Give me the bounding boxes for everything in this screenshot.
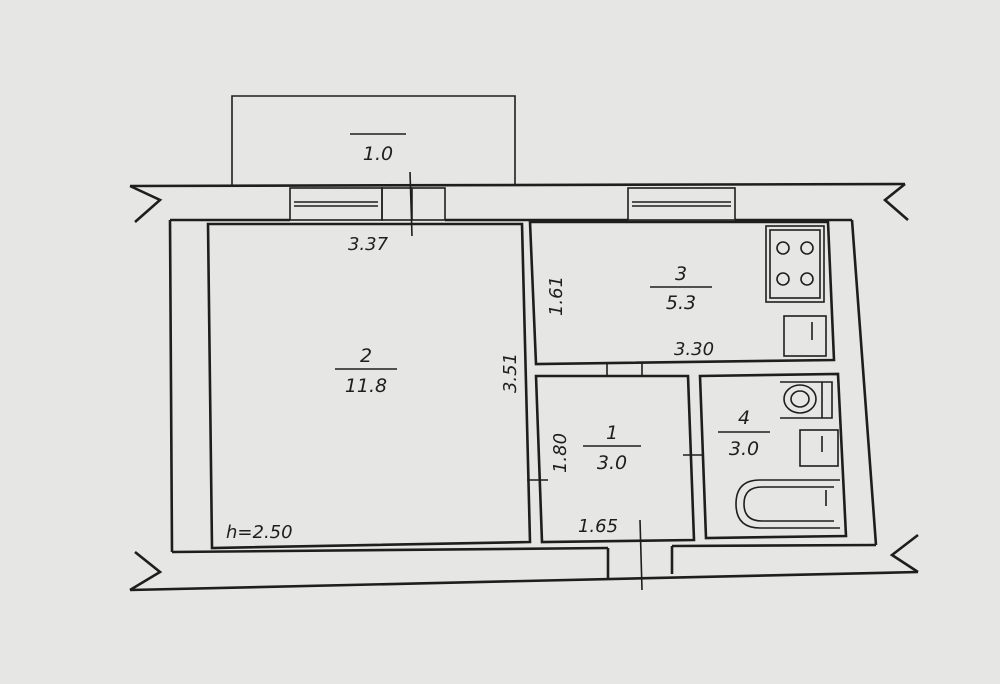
toilet-icon (780, 381, 833, 419)
balcony-door (381, 171, 446, 237)
room-4 (698, 372, 848, 540)
room-3 (528, 220, 836, 366)
window-right (627, 187, 736, 221)
stove-icon (765, 225, 825, 303)
balcony-area: 1.0 (363, 143, 393, 165)
room-1-number: 1 (606, 422, 618, 444)
ceiling-height: h=2.50 (226, 522, 293, 543)
entrance-door (606, 519, 674, 591)
room-2-area: 11.8 (345, 375, 387, 397)
dimension-room-2-width: 3.37 (348, 234, 389, 255)
kitchen-sink-icon (783, 315, 827, 357)
dimension-room-3-depth: 1.61 (546, 276, 567, 316)
exterior-walls (129, 182, 919, 592)
room-4-area: 3.0 (729, 438, 759, 460)
room-1-area: 3.0 (597, 452, 627, 474)
dimension-room-3-width: 3.30 (674, 339, 714, 360)
room-2 (206, 222, 532, 550)
room-3-number: 3 (675, 263, 687, 285)
balcony (231, 95, 516, 186)
dimension-room-1-width: 1.65 (578, 516, 618, 537)
room-3-area: 5.3 (666, 292, 696, 314)
room-2-number: 2 (360, 345, 372, 367)
dimension-room-1-depth: 1.80 (550, 433, 571, 473)
dimension-room-2-depth: 3.51 (500, 353, 521, 393)
bathtub-icon (735, 479, 840, 529)
washbasin-icon (799, 429, 839, 467)
room-1 (527, 362, 704, 544)
room-4-number: 4 (738, 407, 750, 429)
window-left (289, 187, 383, 221)
